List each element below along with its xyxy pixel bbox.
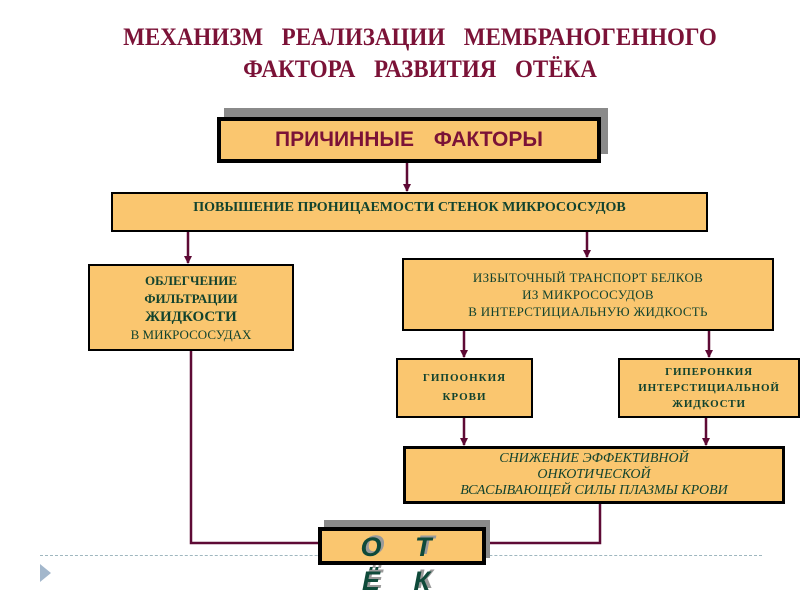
node-hyperoncia-line-2: ИНТЕРСТИЦИАЛЬНОЙ [638,382,780,394]
node-filtration-line-2: ФИЛЬТРАЦИИ [144,290,238,306]
node-hypooncia-line-1: ГИПООНКИЯ [422,372,507,384]
node-filtration-line-4: В МИКРОСОСУДАХ [130,326,252,342]
node-hypooncia: ГИПООНКИЯ КРОВИ [396,358,533,418]
node-causes-label: ПРИЧИННЫЕ ФАКТОРЫ [275,128,543,151]
node-transport: ИЗБЫТОЧНЫЙ ТРАНСПОРТ БЕЛКОВ ИЗ МИКРОСОСУ… [402,258,774,331]
node-filtration: ОБЛЕГЧЕНИЕ ФИЛЬТРАЦИИ ЖИДКОСТИ В МИКРОСО… [88,264,294,351]
node-transport-line-1: ИЗБЫТОЧНЫЙ ТРАНСПОРТ БЕЛКОВ [472,270,704,285]
node-hyperoncia: ГИПЕРОНКИЯ ИНТЕРСТИЦИАЛЬНОЙ ЖИДКОСТИ [618,358,800,418]
node-transport-line-3: В ИНТЕРСТИЦИАЛЬНУЮ ЖИДКОСТЬ [468,304,708,319]
slide-title: МЕХАНИЗМ РЕАЛИЗАЦИИ МЕМБРАНОГЕННОГО ФАКТ… [70,22,769,86]
node-transport-line-2: ИЗ МИКРОСОСУДОВ [522,287,654,302]
title-line-2: ФАКТОРА РАЗВИТИЯ ОТЁКА [243,56,597,83]
node-reduction-line-2: ОНКОТИЧЕСКОЙ [537,467,651,482]
node-edema [318,527,486,565]
node-reduction-line-3: ВСАСЫВАЮЩЕЙ СИЛЫ ПЛАЗМЫ КРОВИ [460,483,728,498]
node-hypooncia-line-2: КРОВИ [442,391,487,403]
node-edema-label: О Т Ё К [360,532,442,596]
node-filtration-line-3: ЖИДКОСТИ [145,308,237,325]
arrow-reduction-to-edema [480,504,602,547]
node-permeability-label: ПОВЫШЕНИЕ ПРОНИЦАЕМОСТИ СТЕНОК МИКРОСОСУ… [193,200,626,215]
node-hyperoncia-line-1: ГИПЕРОНКИЯ [665,366,753,378]
node-reduction-line-1: СНИЖЕНИЕ ЭФФЕКТИВНОЙ [499,451,689,466]
node-hyperoncia-line-3: ЖИДКОСТИ [672,398,746,410]
node-reduction: СНИЖЕНИЕ ЭФФЕКТИВНОЙ ОНКОТИЧЕСКОЙ ВСАСЫВ… [403,446,785,504]
arrow-filtration-to-edema [189,351,331,547]
node-permeability: ПОВЫШЕНИЕ ПРОНИЦАЕМОСТИ СТЕНОК МИКРОСОСУ… [111,192,708,232]
node-causes: ПРИЧИННЫЕ ФАКТОРЫ [217,117,601,163]
title-line-1: МЕХАНИЗМ РЕАЛИЗАЦИИ МЕМБРАНОГЕННОГО [123,24,717,51]
play-arrow-icon[interactable] [40,564,51,582]
node-filtration-line-1: ОБЛЕГЧЕНИЕ [144,272,238,288]
